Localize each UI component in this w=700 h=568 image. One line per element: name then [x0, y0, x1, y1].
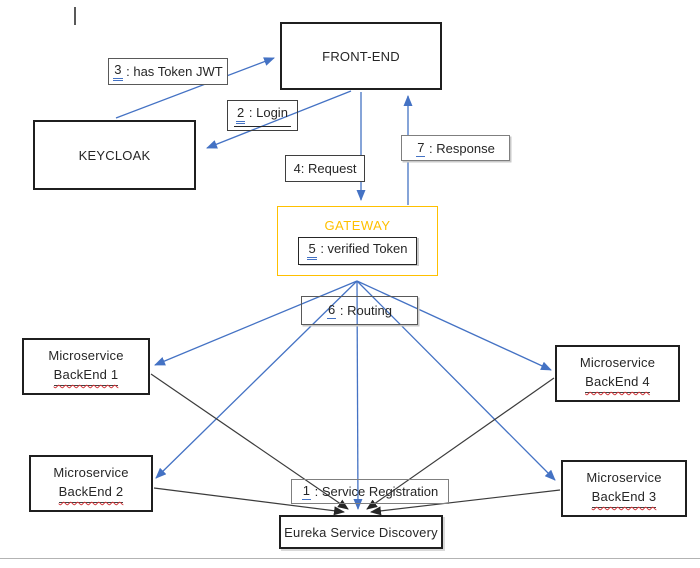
node-eureka-service-discovery: Eureka Service Discovery — [279, 515, 443, 549]
arrow-gateway-to-backend4 — [356, 280, 552, 371]
node-gateway-label: GATEWAY — [324, 218, 391, 233]
step-number: 3 — [113, 62, 123, 81]
node-microservice-backend2: Microservice BackEnd 2 — [29, 455, 153, 512]
step-number: 6 — [327, 302, 337, 319]
node-microservice-backend1: Microservice BackEnd 1 — [22, 338, 150, 395]
text-cursor-mark — [74, 7, 76, 25]
node-microservice-backend3: Microservice BackEnd 3 — [561, 460, 687, 517]
node-microservice-backend4: Microservice BackEnd 4 — [555, 345, 680, 402]
routing-label: 6 : Routing — [301, 296, 418, 325]
response-label: 7 : Response — [401, 135, 510, 161]
node-frontend: FRONT-END — [280, 22, 442, 90]
node-frontend-label: FRONT-END — [322, 48, 400, 64]
verified-token-label: 5 : verified Token — [298, 237, 417, 265]
node-keycloak: KEYCLOAK — [33, 120, 196, 190]
page-edge-line — [0, 558, 700, 559]
login-label: 2 : Login — [227, 100, 298, 131]
step-number: 2 — [236, 105, 246, 124]
node-gateway: GATEWAY 5 : verified Token — [277, 206, 438, 276]
request-label: 4: Request — [285, 155, 365, 182]
step-number: 7 — [416, 139, 426, 157]
has-token-label: 3 : has Token JWT — [108, 58, 228, 85]
step-number: 1 — [301, 483, 312, 500]
node-keycloak-label: KEYCLOAK — [78, 147, 151, 163]
service-registration-label: 1 : Service Registration — [291, 479, 449, 504]
step-number: 5 — [307, 241, 317, 260]
